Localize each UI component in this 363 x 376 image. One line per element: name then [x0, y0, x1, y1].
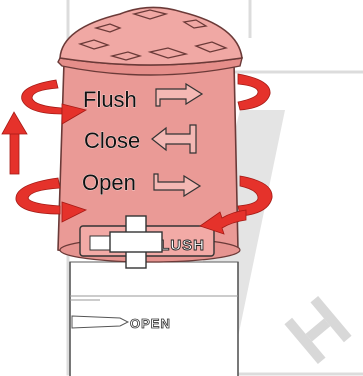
close-indicator-icon [151, 124, 197, 154]
plate-cross-icon [109, 215, 163, 269]
sleeve-open-label: OPEN [130, 316, 171, 331]
position-flush: Flush [83, 82, 204, 112]
up-arrow-icon [1, 111, 28, 175]
close-label: Close [84, 128, 140, 153]
open-label: Open [82, 170, 136, 195]
flush-push-plate: FLUSH [79, 215, 215, 269]
curved-rotate-arrow-icon [15, 73, 273, 223]
flush-indicator-icon [155, 82, 204, 107]
valve-sleeve: OPEN [69, 261, 239, 376]
cap-top-grip-marks [77, 9, 229, 61]
sleeve-open-indicator: OPEN [71, 315, 171, 331]
open-indicator-icon [153, 173, 202, 198]
position-close: Close [84, 124, 197, 154]
flush-label: Flush [83, 87, 137, 112]
h-logo-icon [284, 295, 352, 365]
plate-flush-label: FLUSH [150, 237, 205, 254]
position-open: Open [82, 170, 202, 198]
push-arrow-icon [199, 209, 247, 235]
